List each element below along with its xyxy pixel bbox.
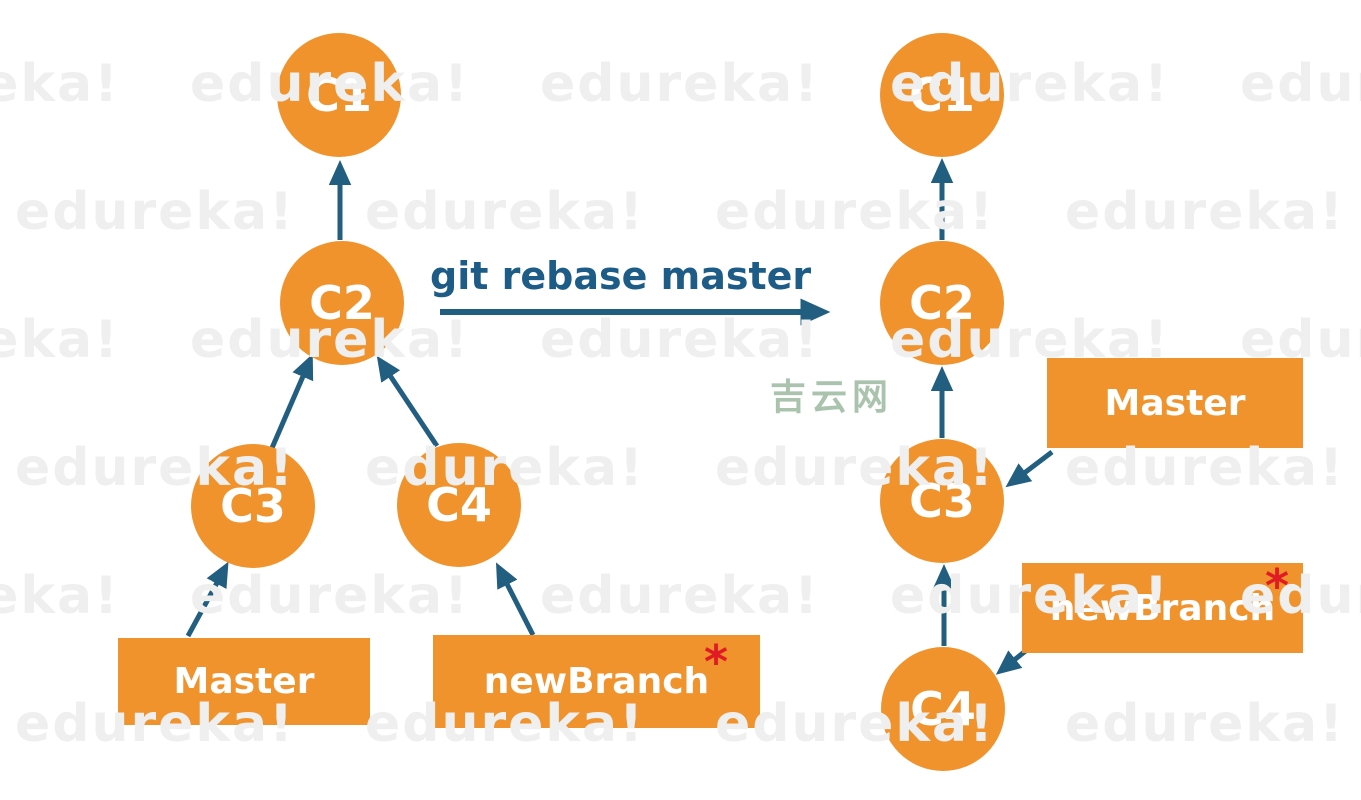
head-marker-asterisk-before: * bbox=[703, 635, 728, 689]
arrow-before-c3-to-c2 bbox=[269, 353, 314, 449]
commit-node-c1-before: C1 bbox=[277, 33, 401, 157]
newbranch-text-before: newBranch bbox=[483, 661, 710, 702]
master-branch-text-after: Master bbox=[1104, 382, 1246, 424]
newbranch-label-after: newBranch * bbox=[1022, 563, 1303, 653]
commit-node-c3-before: C3 bbox=[191, 444, 315, 568]
arrow-before-newbranch-to-c4 bbox=[496, 562, 536, 637]
commit-node-c2-before: C2 bbox=[280, 241, 404, 365]
newbranch-label-before: newBranch * bbox=[433, 635, 760, 728]
commit-node-c4-before: C4 bbox=[397, 443, 521, 567]
arrow-before-master-to-c3 bbox=[185, 561, 229, 638]
rebase-command-label: git rebase master bbox=[430, 254, 812, 298]
master-branch-text-before: Master bbox=[173, 661, 315, 702]
master-branch-label-after: Master bbox=[1047, 358, 1303, 448]
head-marker-asterisk-after: * bbox=[1264, 559, 1289, 613]
newbranch-text-after: newBranch bbox=[1049, 587, 1276, 629]
arrow-after-master-to-c3 bbox=[1005, 450, 1054, 488]
commit-node-c4-after: C4 bbox=[881, 647, 1005, 771]
arrow-before-c4-to-c2 bbox=[376, 355, 440, 448]
commit-node-c1-after: C1 bbox=[880, 33, 1004, 157]
master-branch-label-before: Master bbox=[118, 638, 370, 725]
commit-node-c2-after: C2 bbox=[880, 241, 1004, 365]
commit-node-c3-after: C3 bbox=[880, 439, 1004, 563]
